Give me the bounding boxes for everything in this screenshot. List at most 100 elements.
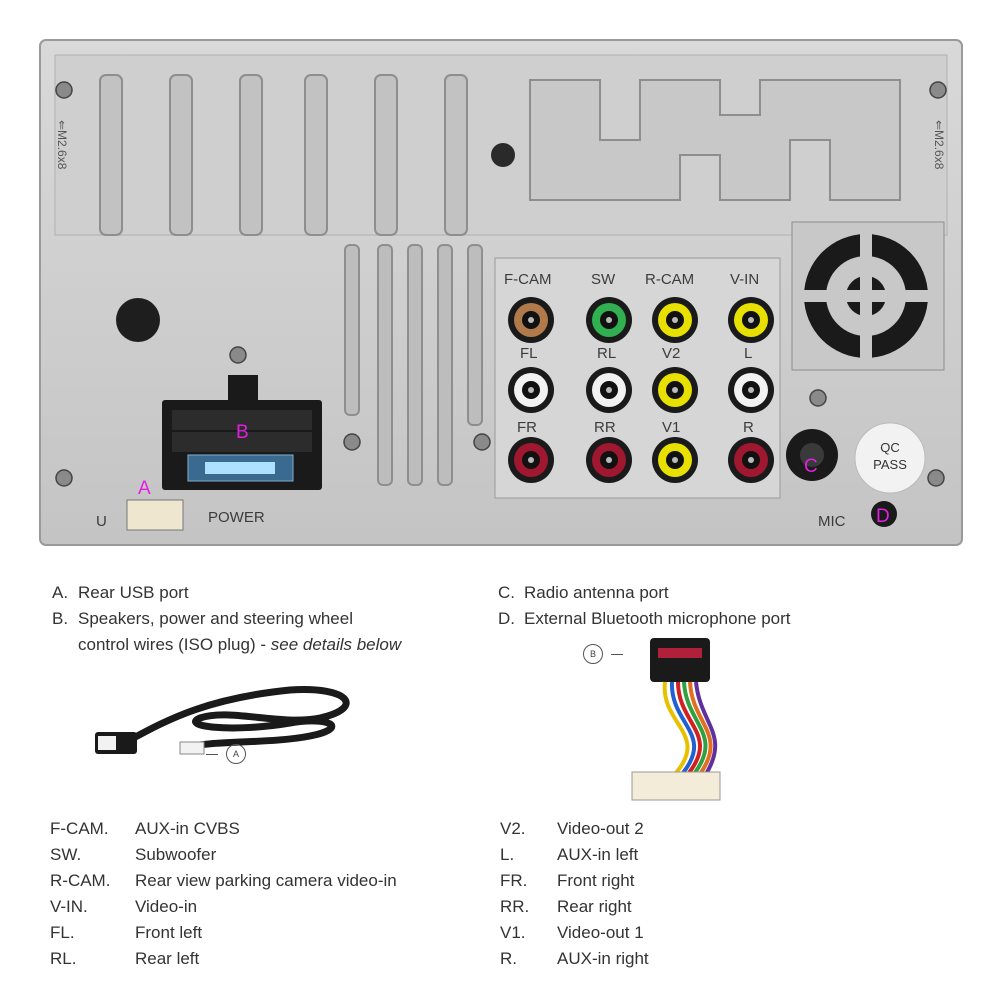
- abbreviation-row: RL. Rear left: [50, 946, 490, 972]
- rca-jack: [652, 367, 698, 413]
- abbreviation-row: R-CAM. Rear view parking camera video-in: [50, 868, 490, 894]
- label-f-cam: F-CAM: [504, 271, 552, 288]
- abbreviation-key: RL.: [50, 949, 77, 968]
- mic-label: MIC: [818, 513, 846, 530]
- abbreviation-row: R. AUX-in right: [500, 946, 940, 972]
- abbreviation-value: Video-in: [135, 897, 198, 916]
- label-v1: V1: [662, 419, 680, 436]
- rca-jack: [728, 297, 774, 343]
- label-l: L: [744, 345, 752, 362]
- rca-jack: [586, 437, 632, 483]
- head-unit-rear-panel: ⇐M2.6x8 ⇐M2.6x8 B A U POWER F-CAM SW R-C: [39, 39, 963, 546]
- label-r: R: [743, 419, 754, 436]
- abbreviation-value: AUX-in left: [557, 845, 639, 864]
- qc-line2: PASS: [873, 457, 907, 472]
- abbreviation-row: V2. Video-out 2: [500, 816, 940, 842]
- legend-a: A. Rear USB port: [52, 580, 189, 606]
- callout-usb-dash: [206, 753, 218, 755]
- legend-b-text: Speakers, power and steering wheel: [78, 609, 353, 628]
- abbreviation-row: V1. Video-out 1: [500, 920, 940, 946]
- callout-iso: B: [583, 644, 631, 664]
- label-rr: RR: [594, 419, 616, 436]
- rca-jack: [728, 367, 774, 413]
- legend-d: D. External Bluetooth microphone port: [498, 606, 791, 632]
- rca-jack: [508, 367, 554, 413]
- abbreviation-value: Subwoofer: [135, 845, 217, 864]
- abbreviation-value: Front right: [557, 871, 635, 890]
- rca-jack: [728, 437, 774, 483]
- rca-jack: [508, 297, 554, 343]
- fan: [791, 221, 945, 371]
- vent-slots: [99, 74, 468, 236]
- rca-labels-bot: FR RR V1 R: [517, 419, 754, 436]
- callout-iso-circle: B: [583, 644, 603, 664]
- abbreviation-value: Rear view parking camera video-in: [135, 871, 397, 890]
- legend-d-key: D.: [498, 609, 515, 628]
- abbreviation-key: R.: [500, 949, 517, 968]
- rca-labels-top: F-CAM SW R-CAM V-IN: [504, 271, 759, 288]
- rca-jack: [652, 437, 698, 483]
- abbreviation-key: V1.: [500, 923, 526, 942]
- callout-usb-circle: A: [226, 744, 246, 764]
- legend-b-text-2: control wires (ISO plug) -: [78, 635, 266, 654]
- legend-d-text: External Bluetooth microphone port: [524, 609, 791, 628]
- usb-port: [126, 499, 184, 531]
- abbreviation-row: RR. Rear right: [500, 894, 940, 920]
- rca-jack: [586, 297, 632, 343]
- rca-jacks: [508, 297, 774, 483]
- abbreviation-row: V-IN.Video-in: [50, 894, 490, 920]
- abbreviation-value: Video-out 2: [557, 819, 644, 838]
- qc-sticker: [854, 422, 926, 494]
- abbreviation-key: FR.: [500, 871, 528, 890]
- marker-a: A: [138, 478, 151, 499]
- label-v2: V2: [662, 345, 680, 362]
- mic-port: [871, 501, 897, 527]
- abbreviation-key: V2.: [500, 819, 526, 838]
- abbreviation-row: F-CAM. AUX-in CVBS: [50, 816, 490, 842]
- marker-b: B: [236, 422, 249, 443]
- left-screw-label: ⇐M2.6x8: [55, 120, 69, 170]
- abbreviation-value: Front left: [135, 923, 203, 942]
- abbreviation-value: AUX-in CVBS: [135, 819, 240, 838]
- callout-usb: A: [198, 744, 246, 764]
- rca-jack: [508, 437, 554, 483]
- label-rl: RL: [597, 345, 616, 362]
- abbreviation-key: FL.: [50, 923, 75, 942]
- abbreviation-value: Rear right: [557, 897, 632, 916]
- abbreviation-row: SW. Subwoofer: [50, 842, 490, 868]
- legend-a-text: Rear USB port: [78, 583, 189, 602]
- abbreviation-key: R-CAM.: [50, 871, 111, 890]
- u-label: U: [96, 513, 107, 530]
- abbreviation-row: FL. Front left: [50, 920, 490, 946]
- legend-b-cont: control wires (ISO plug) - see details b…: [78, 632, 401, 658]
- legend-a-key: A.: [52, 583, 69, 602]
- abbreviation-value: Video-out 1: [557, 923, 644, 942]
- legend-c-key: C.: [498, 583, 515, 602]
- abbreviation-row: L. AUX-in left: [500, 842, 940, 868]
- legend-b-see-details: see details below: [270, 635, 402, 654]
- legend-b: B. Speakers, power and steering wheel: [52, 606, 353, 632]
- abbreviation-key: F-CAM.: [50, 819, 109, 838]
- rca-jack: [652, 297, 698, 343]
- legend-c: C. Radio antenna port: [498, 580, 669, 606]
- abbreviation-row: FR. Front right: [500, 868, 940, 894]
- mount-hole: [116, 298, 160, 342]
- label-r-cam: R-CAM: [645, 271, 694, 288]
- legend-b-key: B.: [52, 609, 69, 628]
- qc-line1: QC: [880, 440, 900, 455]
- legend-c-text: Radio antenna port: [524, 583, 669, 602]
- usb-cable-illustration: [95, 686, 350, 755]
- abbreviation-key: SW.: [50, 845, 82, 864]
- marker-c: C: [804, 456, 818, 477]
- power-label: POWER: [208, 509, 265, 526]
- rca-jack: [586, 367, 632, 413]
- embossed-pattern: [529, 79, 901, 201]
- callout-iso-dash: [611, 653, 623, 655]
- abbreviation-value: AUX-in right: [557, 949, 649, 968]
- rca-labels-mid: FL RL V2 L: [520, 345, 752, 362]
- abbreviation-key: L.: [500, 845, 515, 864]
- label-fl: FL: [520, 345, 538, 362]
- right-screw-label: ⇐M2.6x8: [932, 120, 946, 170]
- abbreviation-key: RR.: [500, 897, 530, 916]
- abbreviation-value: Rear left: [135, 949, 200, 968]
